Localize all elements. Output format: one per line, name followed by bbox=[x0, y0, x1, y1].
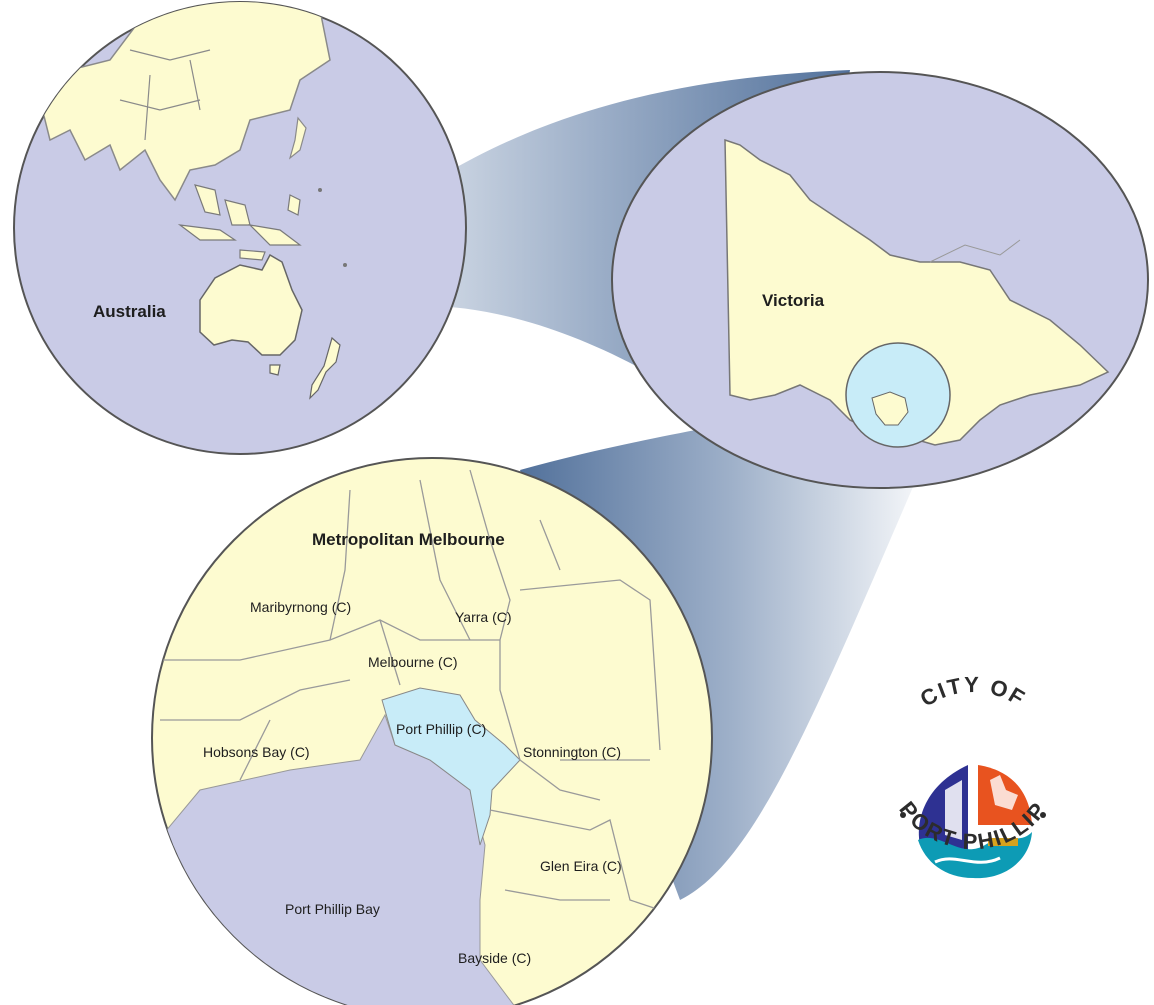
city-of-port-phillip-logo-icon: CITY OF PORT PHILLIP bbox=[894, 672, 1050, 879]
port-phillip-bay-label: Port Phillip Bay bbox=[285, 901, 380, 917]
australia-landmass bbox=[199, 253, 303, 356]
world-globe: Australia bbox=[13, 1, 467, 455]
victoria-landmass bbox=[724, 138, 1110, 446]
port-phillip-bay-small bbox=[871, 391, 909, 426]
port-phillip-council-highlight bbox=[381, 687, 521, 846]
japan-landmass bbox=[288, 116, 307, 160]
council-label-hobsons-bay: Hobsons Bay (C) bbox=[203, 744, 310, 760]
council-label-melbourne: Melbourne (C) bbox=[368, 654, 457, 670]
council-label-port-phillip: Port Phillip (C) bbox=[396, 721, 486, 737]
council-label-maribyrnong: Maribyrnong (C) bbox=[250, 599, 351, 615]
australia-label: Australia bbox=[93, 302, 166, 321]
metro-title: Metropolitan Melbourne bbox=[312, 530, 505, 549]
southeast-asia-islands bbox=[177, 184, 302, 261]
council-boundaries bbox=[152, 469, 661, 911]
victoria-label: Victoria bbox=[762, 291, 825, 310]
council-label-glen-eira: Glen Eira (C) bbox=[540, 858, 622, 874]
zoom-connector-victoria-metro bbox=[520, 378, 942, 900]
council-label-bayside: Bayside (C) bbox=[458, 950, 531, 966]
svg-text:CITY OF: CITY OF bbox=[916, 672, 1031, 712]
new-zealand-landmass bbox=[309, 336, 341, 400]
council-label-yarra: Yarra (C) bbox=[455, 609, 512, 625]
tasmania-landmass bbox=[269, 364, 281, 376]
metro-melbourne-map: Metropolitan Melbourne Maribyrnong (C) Y… bbox=[151, 457, 713, 1005]
victoria-map: Victoria bbox=[611, 71, 1149, 489]
council-label-stonnington: Stonnington (C) bbox=[523, 744, 621, 760]
logo-top-text: CITY OF bbox=[916, 672, 1029, 712]
